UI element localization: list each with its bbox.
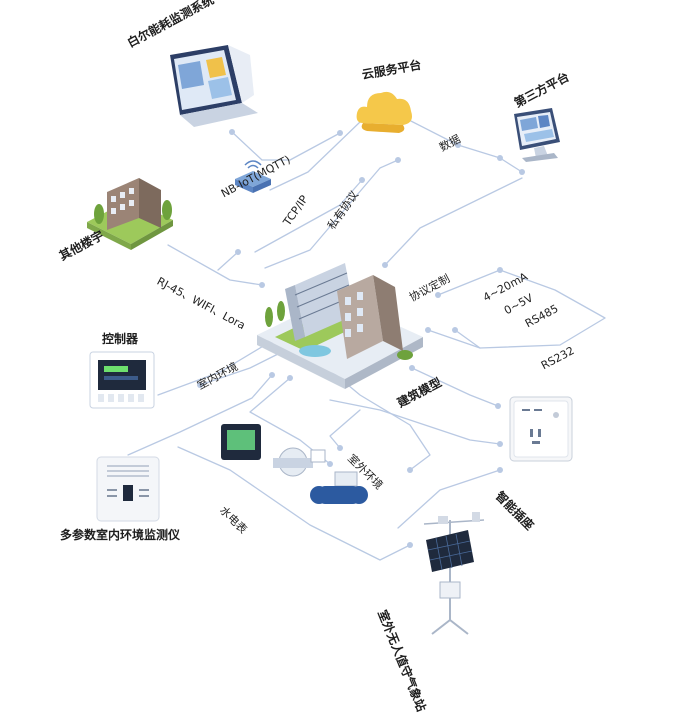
laptop-icon [170,45,258,127]
office-building-icon [87,178,173,250]
controller-device-icon [89,351,155,409]
connection-lines [127,117,606,561]
building-model-icon [257,263,423,389]
indoor-monitor-icon [96,456,160,522]
smart-socket-icon [509,396,573,462]
weather-station-icon [423,512,485,635]
indoor-monitor-label: 多参数室内环境监测仪 [60,528,181,542]
controller-label: 控制器 [102,332,139,346]
iot-architecture-diagram: 白尔能耗监测系统 云服务平台 第三方平台 NB-IoT(MQTT) TCP/IP… [57,0,606,713]
monitor-icon [514,108,560,162]
cloud-icon [356,91,412,133]
meters-icon [221,424,368,504]
router-icon [235,160,271,193]
